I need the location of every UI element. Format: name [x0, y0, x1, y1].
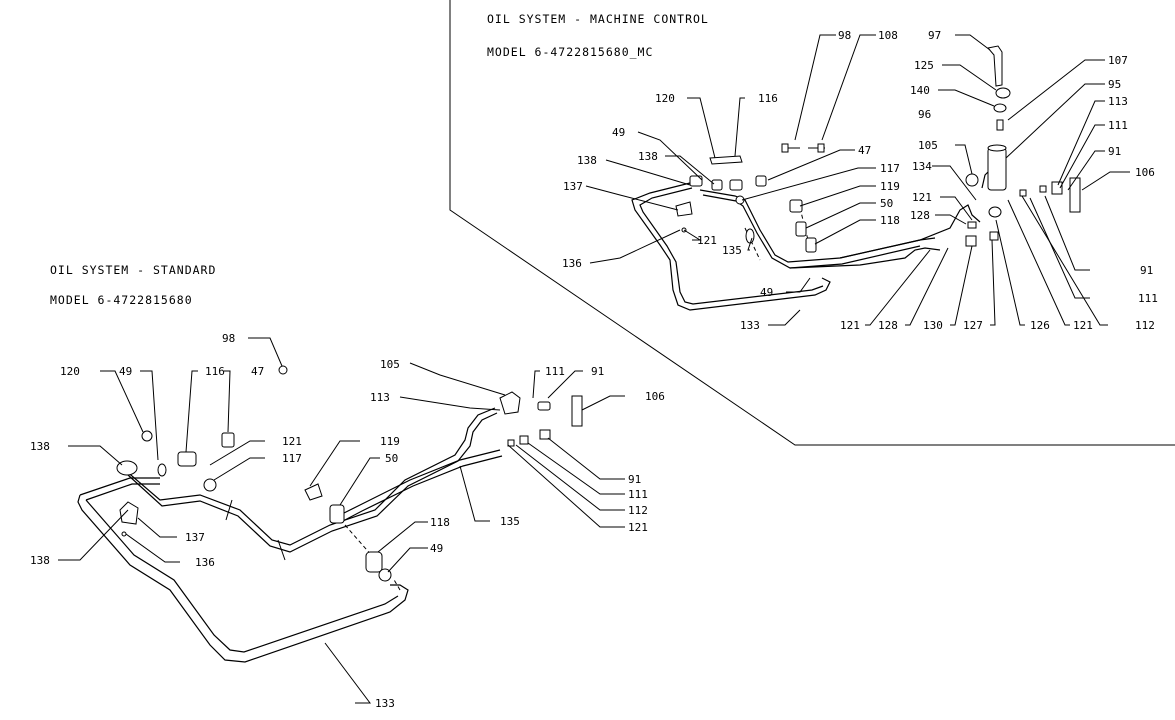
callout: 50 — [880, 197, 893, 210]
callout: 111 — [1138, 292, 1158, 305]
callout: 107 — [1108, 54, 1128, 67]
callout: 113 — [1108, 95, 1128, 108]
callout: 136 — [562, 257, 582, 270]
callout: 108 — [878, 29, 898, 42]
callout: 106 — [645, 390, 665, 403]
standard-leaders — [58, 337, 625, 704]
callout: 121 — [697, 234, 717, 247]
callout: 49 — [430, 542, 443, 555]
standard-callouts: 98 120 49 116 47 138 121 117 105 113 111… — [30, 332, 665, 710]
callout: 111 — [628, 488, 648, 501]
callout: 106 — [1135, 166, 1155, 179]
callout: 121 — [282, 435, 302, 448]
callout: 91 — [628, 473, 641, 486]
callout: 138 — [577, 154, 597, 167]
callout: 118 — [880, 214, 900, 227]
callout: 121 — [1073, 319, 1093, 332]
callout: 98 — [222, 332, 235, 345]
mc-title: OIL SYSTEM - MACHINE CONTROL — [487, 12, 709, 26]
callout: 116 — [758, 92, 778, 105]
callout: 138 — [30, 554, 50, 567]
callout: 47 — [251, 365, 264, 378]
callout: 113 — [370, 391, 390, 404]
callout: 126 — [1030, 319, 1050, 332]
callout: 118 — [430, 516, 450, 529]
callout: 50 — [385, 452, 398, 465]
callout: 135 — [500, 515, 520, 528]
callout: 128 — [910, 209, 930, 222]
callout: 47 — [858, 144, 871, 157]
callout: 137 — [185, 531, 205, 544]
standard-title: OIL SYSTEM - STANDARD — [50, 263, 216, 277]
callout: 133 — [375, 697, 395, 710]
callout: 134 — [912, 160, 932, 173]
inset-boundary — [449, 0, 1175, 446]
callout: 96 — [918, 108, 931, 121]
callout: 97 — [928, 29, 941, 42]
callout: 111 — [1108, 119, 1128, 132]
mc-model: MODEL 6-4722815680_MC — [487, 45, 653, 59]
standard-piping — [77, 407, 503, 663]
callout: 138 — [638, 150, 658, 163]
callout: 91 — [591, 365, 604, 378]
callout: 117 — [282, 452, 302, 465]
callout: 135 — [722, 244, 742, 257]
callout: 105 — [918, 139, 938, 152]
callout: 136 — [195, 556, 215, 569]
callout: 137 — [563, 180, 583, 193]
callout: 121 — [628, 521, 648, 534]
callout: 91 — [1108, 145, 1121, 158]
mc-leaders — [585, 34, 1130, 326]
callout: 140 — [910, 84, 930, 97]
callout: 138 — [30, 440, 50, 453]
callout: 105 — [380, 358, 400, 371]
standard-components — [116, 365, 583, 582]
callout: 130 — [923, 319, 943, 332]
callout: 127 — [963, 319, 983, 332]
callout: 121 — [840, 319, 860, 332]
callout: 120 — [655, 92, 675, 105]
callout: 116 — [205, 365, 225, 378]
callout: 49 — [612, 126, 625, 139]
mc-components — [675, 45, 1081, 253]
callout: 49 — [760, 286, 773, 299]
callout: 121 — [912, 191, 932, 204]
callout: 112 — [1135, 319, 1155, 332]
callout: 120 — [60, 365, 80, 378]
callout: 98 — [838, 29, 851, 42]
callout: 119 — [880, 180, 900, 193]
callout: 95 — [1108, 78, 1121, 91]
callout: 125 — [914, 59, 934, 72]
callout: 112 — [628, 504, 648, 517]
callout: 111 — [545, 365, 565, 378]
callout: 128 — [878, 319, 898, 332]
standard-model: MODEL 6-4722815680 — [50, 293, 193, 307]
mc-callouts: 98 108 97 107 125 95 140 96 113 120 116 … — [562, 29, 1158, 332]
callout: 119 — [380, 435, 400, 448]
callout: 133 — [740, 319, 760, 332]
callout: 91 — [1140, 264, 1153, 277]
callout: 49 — [119, 365, 132, 378]
callout: 117 — [880, 162, 900, 175]
